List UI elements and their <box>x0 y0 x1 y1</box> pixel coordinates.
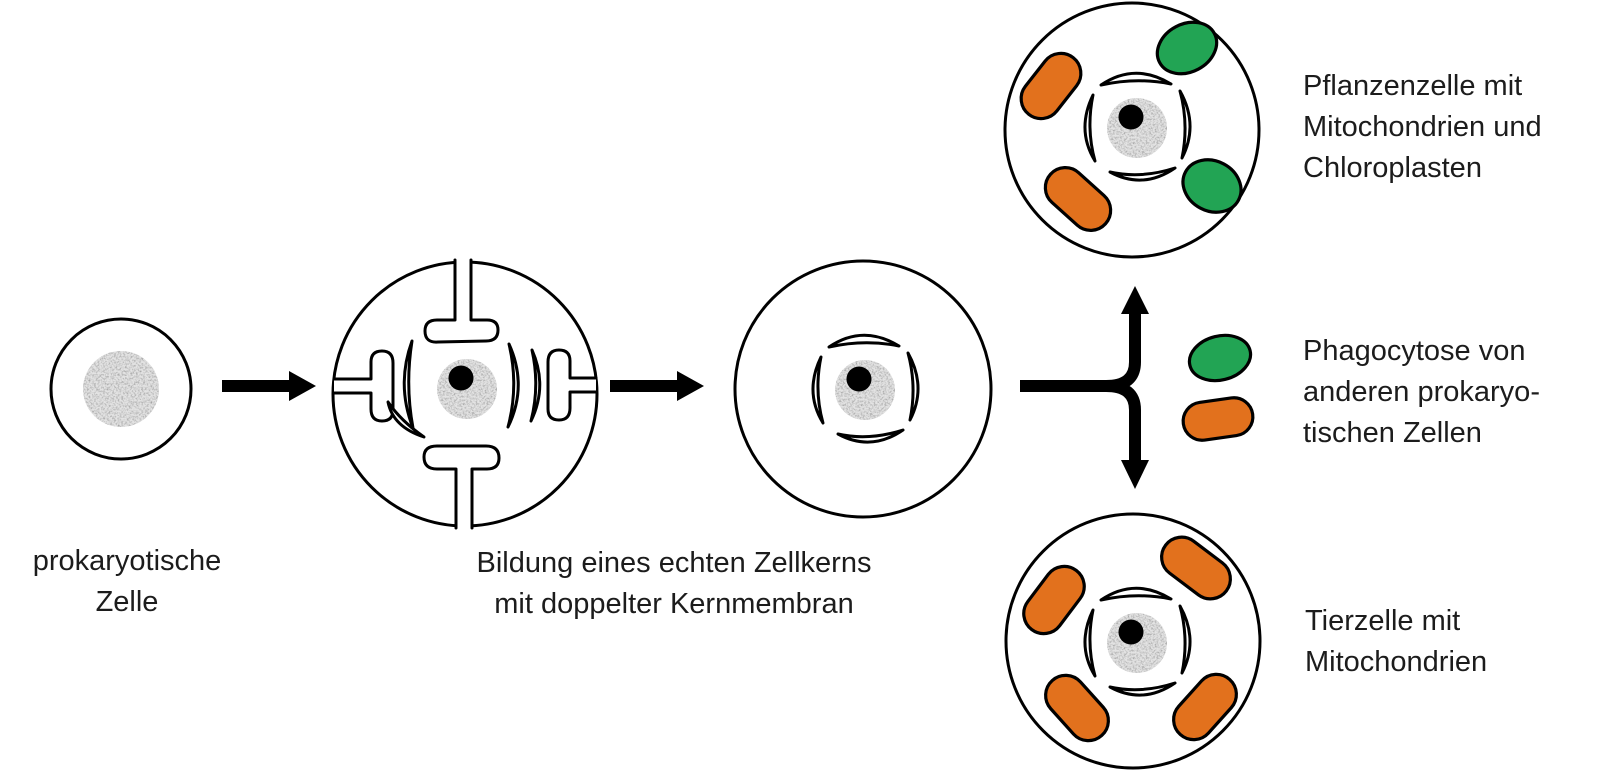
mitochondrion <box>1022 564 1086 636</box>
mitochondrion <box>1043 166 1113 232</box>
label-plant-cell: Pflanzenzelle mit Mitochondrien und Chlo… <box>1303 66 1542 189</box>
label-line: Zelle <box>95 586 159 618</box>
label-animal-cell: Tierzelle mit Mitochondrien <box>1305 601 1487 683</box>
label-line: mit doppelter Kernmembran <box>494 588 854 620</box>
mitochondrion <box>1160 535 1232 601</box>
membrane-fragment <box>506 342 520 429</box>
mitochondrion-precursor <box>1181 396 1255 442</box>
label-phagocytosis: Phagocytose von anderen prokaryo- tische… <box>1303 331 1540 454</box>
nucleated-cell <box>733 259 993 519</box>
nucleus-forming-cell <box>331 258 599 530</box>
label-line: prokaryotische <box>32 545 222 577</box>
label-line: Mitochondrien <box>1305 646 1488 678</box>
label-line: tischen Zellen <box>1303 417 1482 449</box>
mitochondrion <box>1019 51 1083 121</box>
membrane-invagination-right <box>546 348 598 422</box>
mitochondrion <box>1044 673 1110 743</box>
label-nucleus-formation: Bildung eines echten Zellkerns mit doppe… <box>454 543 894 625</box>
chloroplast <box>1155 20 1219 76</box>
label-line: Phagocytose von <box>1303 335 1526 367</box>
chloroplast-precursor <box>1187 333 1253 383</box>
label-prokaryotic-cell: prokaryotische Zelle <box>0 541 254 623</box>
label-line: Mitochondrien und <box>1303 111 1542 143</box>
branch-shaft-down <box>1105 380 1141 462</box>
nucleus <box>437 359 497 419</box>
label-line: anderen prokaryo- <box>1303 376 1540 408</box>
dna-nucleoid <box>83 351 159 427</box>
arrowhead-up <box>1121 286 1149 314</box>
membrane-invagination-left <box>332 349 395 423</box>
arrow-step-1 <box>222 371 316 401</box>
branch-shaft-up <box>1105 312 1141 392</box>
free-prokaryotes <box>1181 333 1255 442</box>
arrowhead <box>677 371 704 401</box>
arrowhead <box>289 371 316 401</box>
prokaryotic-cell <box>49 317 193 461</box>
membrane-fragment <box>386 400 426 439</box>
plant-cell <box>1003 1 1261 259</box>
animal-cell <box>1004 512 1262 770</box>
membrane-invagination-bottom <box>422 444 501 530</box>
mitochondrion <box>1172 672 1238 742</box>
chloroplast <box>1181 158 1243 214</box>
label-line: Bildung eines echten Zellkerns <box>476 547 872 579</box>
membrane-invagination-top <box>423 258 500 344</box>
label-line: Chloroplasten <box>1303 152 1482 184</box>
arrowhead-down <box>1121 460 1149 489</box>
label-line: Pflanzenzelle mit <box>1303 70 1523 102</box>
branch-arrow <box>1020 286 1149 489</box>
arrow-step-2 <box>610 371 704 401</box>
label-line: Tierzelle mit <box>1305 605 1461 637</box>
membrane-fragment <box>529 348 542 423</box>
